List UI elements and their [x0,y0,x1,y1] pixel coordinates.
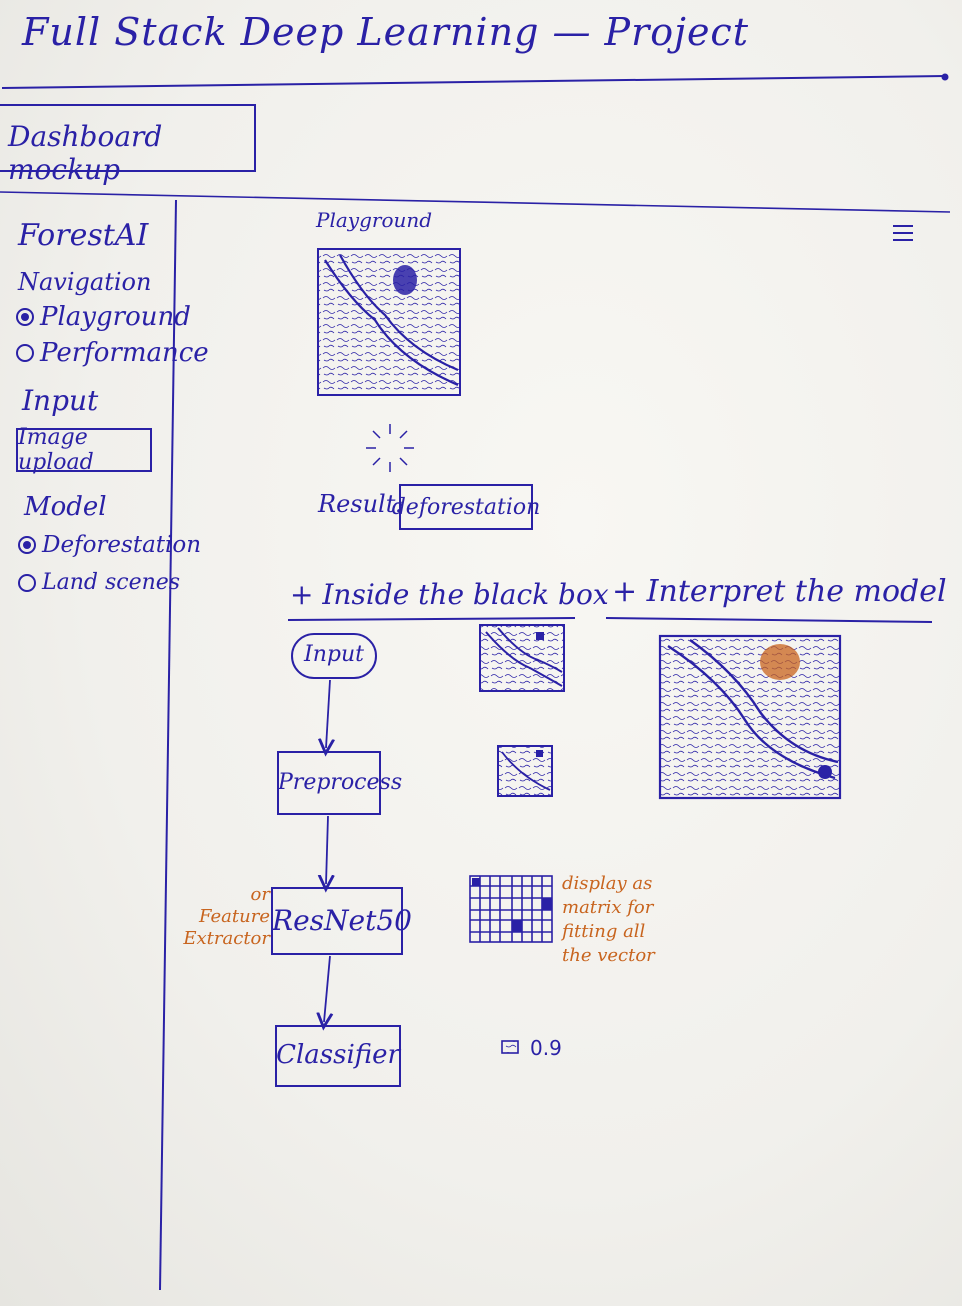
tab-dashboard-mockup[interactable]: Dashboard mockup [0,104,256,186]
loading-spinner-icon [364,422,416,474]
pipeline-step-input: Input [304,642,364,667]
input-thumbnail [480,625,564,691]
model-heading: Model [24,492,107,522]
radio-label: Performance [40,338,209,368]
feature-extractor-note: or Feature Extractor [183,884,270,949]
pipeline-step-preprocess: Preprocess [278,770,403,795]
radio-performance[interactable]: Performance [16,338,209,368]
radio-selected-icon [16,308,34,326]
image-upload-button[interactable]: Image upload [16,425,152,475]
playground-label: Playground [316,208,433,232]
section-interpret-model[interactable]: + Interpret the model [612,574,947,609]
input-heading: Input [22,384,99,417]
radio-selected-icon [18,536,36,554]
result-value: deforestation [391,494,541,520]
pipeline-step-resnet50: ResNet50 [272,904,412,937]
hamburger-menu-icon[interactable] [886,218,920,248]
image-upload-label: Image upload [18,425,94,475]
preprocessed-thumbnail [498,746,552,796]
radio-label: Playground [40,302,191,332]
section-inside-black-box[interactable]: + Inside the black box [290,578,609,611]
pipeline-step-classifier: Classifier [276,1040,400,1070]
page-title: Full Stack Deep Learning — Project [22,10,749,54]
score-swatch-icon [502,1041,518,1053]
radio-deforestation[interactable]: Deforestation [18,532,201,558]
app-name: ForestAI [18,218,149,253]
radio-label: Deforestation [42,532,202,558]
result-label: Result: [318,490,404,518]
radio-label: Land scenes [42,570,181,595]
feature-matrix [470,876,552,942]
radio-land-scenes[interactable]: Land scenes [18,570,180,595]
tab-label: Dashboard mockup [8,120,163,186]
navigation-heading: Navigation [18,268,152,296]
classifier-score: 0.9 [530,1036,562,1060]
radio-unselected-icon [16,344,34,362]
interpretation-heatmap-image [660,636,840,798]
radio-unselected-icon [18,573,36,592]
matrix-note: display as matrix for fitting all the ve… [562,873,655,966]
playground-image [318,249,460,395]
radio-playground[interactable]: Playground [16,302,191,332]
